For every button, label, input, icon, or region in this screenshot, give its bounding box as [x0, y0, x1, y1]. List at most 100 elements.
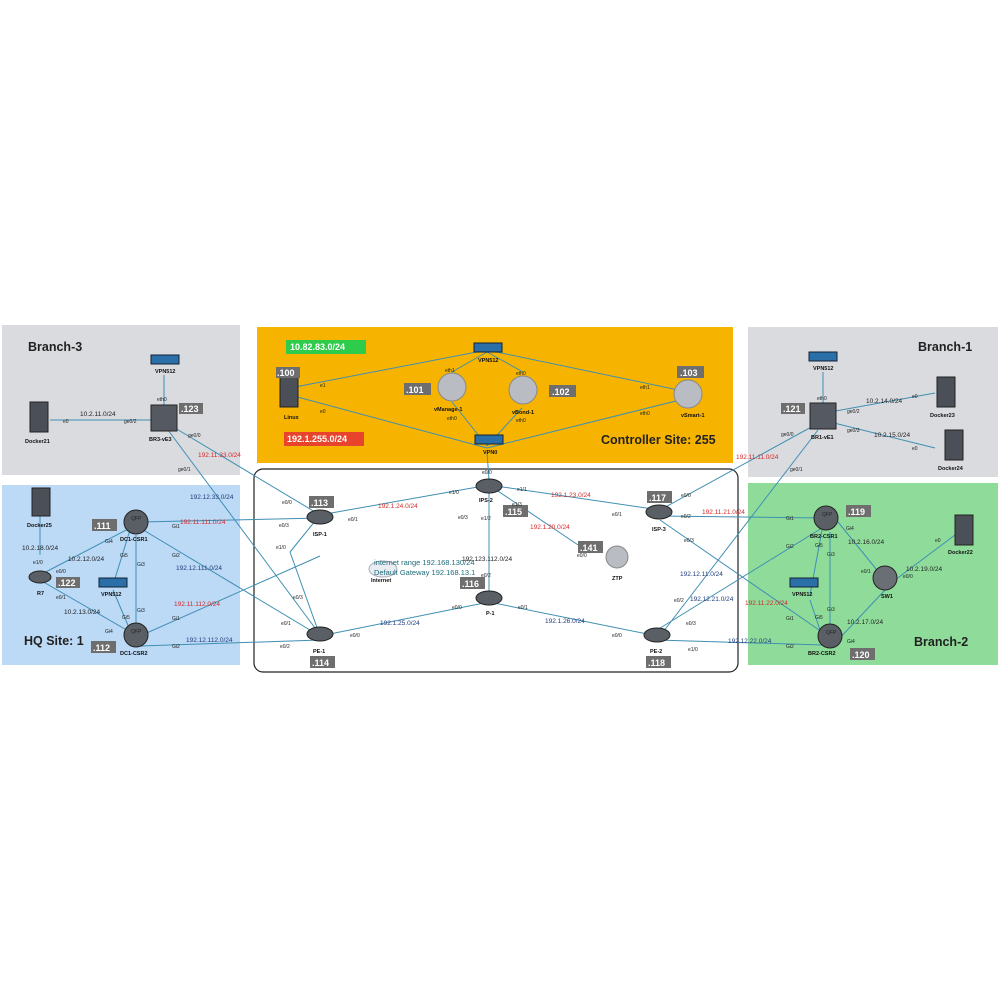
svg-text:eth0: eth0	[640, 411, 650, 417]
svg-text:Linux: Linux	[284, 415, 300, 421]
server-icon	[31, 487, 51, 517]
device-isp1[interactable]: .113 ISP-1	[306, 496, 334, 538]
device-docker23[interactable]: Docker23	[930, 376, 956, 419]
subnet-label: 192.12.112.0/24	[186, 637, 233, 644]
subnet-label: 192.1.23.0/24	[551, 492, 591, 499]
router-icon	[28, 570, 52, 584]
svg-text:ge0/0: ge0/0	[188, 433, 201, 439]
device-docker22[interactable]: Docker22	[948, 514, 974, 556]
links	[39, 349, 956, 647]
svg-text:.111: .111	[94, 521, 111, 531]
device-dc1-csr2[interactable]: .112 DC1-CSR2	[91, 622, 149, 657]
device-vbond[interactable]: .102 vBond-1	[508, 375, 576, 416]
svg-text:eth0: eth0	[516, 371, 526, 377]
svg-text:e0/0: e0/0	[452, 605, 462, 611]
device-sw1[interactable]: SW1	[872, 565, 898, 600]
svg-text:.122: .122	[58, 578, 76, 588]
subnet-label: 192.123.112.0/24	[462, 556, 513, 563]
svg-text:QFP: QFP	[822, 512, 833, 518]
internet-note-line1: internet range 192.168.130/24	[374, 558, 475, 567]
svg-text:.118: .118	[648, 658, 665, 668]
subnet-label: 192.12.21.0/24	[690, 596, 734, 603]
subnet-label: 10.2.18.0/24	[22, 545, 59, 552]
device-pe2[interactable]: .118 PE-2	[643, 627, 671, 668]
device-vpn512-hq[interactable]: VPN512	[98, 577, 128, 598]
subnet-label: 192.12.11.0/24	[680, 571, 723, 578]
device-linux[interactable]: .100 Linux	[276, 367, 300, 421]
subnet-label: 10.2.12.0/24	[68, 556, 105, 563]
svg-text:.116: .116	[462, 579, 479, 589]
router-icon	[475, 590, 503, 606]
subnet-label: 10.2.19.0/24	[906, 566, 943, 573]
svg-text:vBond-1: vBond-1	[512, 410, 534, 416]
svg-text:ge0/0: ge0/0	[781, 432, 794, 438]
device-isp3[interactable]: .117 ISP-3	[645, 491, 673, 533]
device-vmanage[interactable]: .101 vManage-1	[404, 372, 467, 413]
svg-text:e0/1: e0/1	[861, 569, 871, 575]
svg-text:.102: .102	[552, 387, 570, 397]
subnet-label: 192.11.11.0/24	[736, 454, 779, 461]
svg-text:VPN512: VPN512	[478, 358, 499, 364]
svg-text:ISP-3: ISP-3	[652, 527, 666, 533]
svg-text:Gi3: Gi3	[137, 608, 145, 614]
device-p1[interactable]: .116 P-1	[460, 577, 503, 617]
switch-icon	[98, 577, 128, 588]
device-internet[interactable]: Internet	[368, 560, 398, 584]
device-br2-csr1[interactable]: .119 BR2-CSR1	[810, 505, 871, 540]
svg-text:QFP: QFP	[826, 630, 837, 636]
device-dc1-csr1[interactable]: .111 DC1-CSR1	[92, 509, 149, 543]
device-vsmart[interactable]: .103 vSmart-1	[673, 366, 705, 419]
device-pe1[interactable]: .114 PE-1	[306, 626, 335, 668]
device-br2-csr2[interactable]: .120 BR2-CSR2	[808, 623, 875, 660]
svg-text:.101: .101	[406, 385, 424, 395]
svg-text:PE-1: PE-1	[313, 649, 325, 655]
svg-text:.100: .100	[277, 368, 295, 378]
controller-title: Controller Site: 255	[601, 433, 716, 447]
svg-text:Docker21: Docker21	[25, 439, 50, 445]
svg-text:Gi1: Gi1	[786, 616, 794, 622]
svg-text:e0/0: e0/0	[681, 493, 691, 499]
server-icon	[936, 376, 956, 408]
subnet-label: 192.1.20.0/24	[530, 524, 570, 531]
svg-text:QFP: QFP	[131, 629, 142, 635]
server-icon	[29, 401, 49, 433]
svg-text:e0: e0	[935, 538, 941, 544]
svg-text:e0/0: e0/0	[577, 553, 587, 559]
svg-text:ISP-1: ISP-1	[313, 532, 327, 538]
svg-text:Gi3: Gi3	[827, 607, 835, 613]
device-docker25[interactable]: Docker25	[27, 487, 52, 529]
svg-text:eth0: eth0	[447, 416, 457, 422]
svg-text:e0/0: e0/0	[350, 633, 360, 639]
svg-text:VPN512: VPN512	[101, 592, 122, 598]
svg-text:.112: .112	[93, 643, 110, 653]
subnet-label: 192.1.26.0/24	[545, 618, 585, 625]
svg-text:e0/1: e0/1	[281, 621, 291, 627]
svg-text:e1/0: e1/0	[449, 490, 459, 496]
svg-text:VPN0: VPN0	[483, 450, 497, 456]
device-docker21[interactable]: Docker21	[25, 401, 50, 445]
svg-text:e0/0: e0/0	[903, 574, 913, 580]
device-vpn0-controller[interactable]: VPN0	[474, 434, 504, 456]
svg-text:BR3-vE3: BR3-vE3	[149, 437, 172, 443]
device-ztp[interactable]: .141 ZTP	[578, 541, 629, 582]
svg-text:.115: .115	[505, 507, 522, 517]
svg-text:eth0: eth0	[516, 418, 526, 424]
svg-text:e0: e0	[320, 409, 326, 415]
svg-text:IPS-2: IPS-2	[479, 498, 493, 504]
device-isp2[interactable]: .115 IPS-2	[475, 478, 528, 517]
device-vpn512-branch2[interactable]: VPN512	[789, 577, 819, 598]
hq-title: HQ Site: 1	[24, 634, 84, 648]
device-vpn512-controller[interactable]: VPN512	[473, 342, 503, 364]
device-br1-ve1[interactable]: .121 BR1-vE1	[781, 402, 837, 441]
svg-text:Gi4: Gi4	[105, 539, 113, 545]
device-docker24[interactable]: Docker24	[938, 429, 964, 472]
router-icon	[475, 478, 503, 494]
svg-text:e0/2: e0/2	[674, 598, 684, 604]
subnet-badge-top	[286, 340, 366, 354]
device-vpn512-branch3[interactable]: VPN512	[150, 354, 180, 375]
device-vpn512-branch1[interactable]: VPN512	[808, 351, 838, 372]
branch2-area	[748, 483, 998, 665]
device-r7[interactable]: .122 R7	[28, 570, 80, 597]
device-br3-ve3[interactable]: .123 BR3-vE3	[149, 403, 203, 443]
